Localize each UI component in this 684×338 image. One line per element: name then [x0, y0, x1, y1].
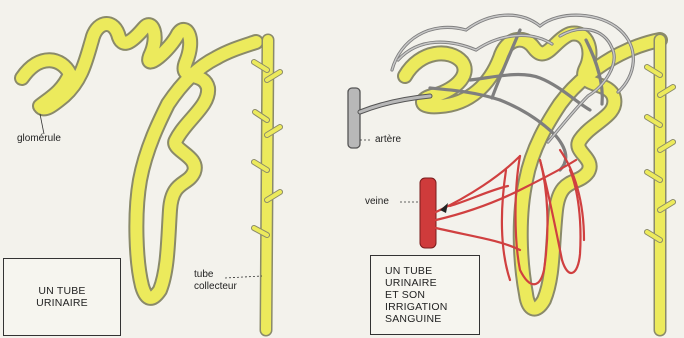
right-collecting-duct [647, 40, 673, 330]
title-box-right: UN TUBE URINAIRE ET SON IRRIGATION SANGU… [370, 255, 480, 335]
left-collecting-duct [254, 40, 280, 330]
tube-leader [225, 276, 262, 278]
label-artere: artère [375, 135, 401, 145]
label-veine: veine [365, 197, 389, 207]
title-line: IRRIGATION [385, 301, 447, 313]
glomerule-leader [40, 114, 44, 134]
left-nephron [22, 24, 256, 298]
vein [420, 178, 436, 248]
title-box-left: UN TUBE URINAIRE [3, 258, 121, 336]
title-line: UN TUBE [38, 285, 85, 297]
title-line: URINAIRE [36, 297, 88, 309]
label-tube: tube [194, 270, 213, 280]
arrow-icon [440, 203, 448, 213]
title-line: ET SON [385, 289, 425, 301]
label-collecteur: collecteur [194, 282, 237, 292]
title-line: URINAIRE [385, 277, 437, 289]
title-line: SANGUINE [385, 313, 441, 325]
nephron-tubule [22, 24, 256, 298]
title-line: UN TUBE [385, 265, 432, 277]
label-glomerule: glomérule [17, 134, 61, 144]
